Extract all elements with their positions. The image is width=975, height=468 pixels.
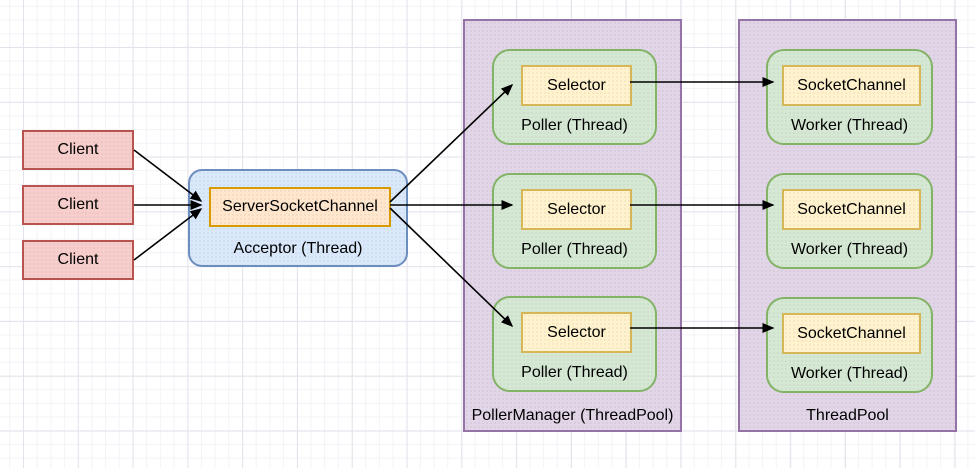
socket-channel-node-1: SocketChannel (782, 65, 921, 106)
client-label: Client (57, 251, 99, 268)
socket-channel-label: SocketChannel (797, 76, 906, 94)
poller-thread-label: Poller (Thread) (521, 364, 628, 381)
poller-manager-label: PollerManager (ThreadPool) (471, 407, 674, 424)
acceptor-thread-label: Acceptor (Thread) (233, 240, 363, 257)
poller-manager-container: Selector Poller (Thread) Selector Poller… (463, 19, 682, 432)
poller-thread-node-3: Selector Poller (Thread) (492, 296, 657, 392)
selector-node-1: Selector (521, 65, 632, 106)
client-label: Client (57, 196, 99, 213)
socket-channel-label: SocketChannel (797, 200, 906, 218)
server-socket-channel-label: ServerSocketChannel (222, 198, 378, 215)
poller-thread-node-2: Selector Poller (Thread) (492, 173, 657, 269)
server-socket-channel-node: ServerSocketChannel (209, 187, 391, 227)
socket-channel-label: SocketChannel (797, 324, 906, 342)
worker-thread-label: Worker (Thread) (790, 241, 909, 258)
client-node-3: Client (22, 240, 134, 280)
client-node-1: Client (22, 130, 134, 170)
worker-thread-node-3: SocketChannel Worker (Thread) (766, 297, 933, 393)
client-node-2: Client (22, 185, 134, 225)
selector-label: Selector (547, 76, 606, 94)
socket-channel-node-3: SocketChannel (782, 313, 921, 354)
acceptor-thread-node: ServerSocketChannel Acceptor (Thread) (188, 169, 408, 267)
worker-thread-label: Worker (Thread) (790, 117, 909, 134)
client-label: Client (57, 141, 99, 158)
poller-thread-label: Poller (Thread) (521, 241, 628, 258)
poller-thread-node-1: Selector Poller (Thread) (492, 49, 657, 145)
worker-thread-node-2: SocketChannel Worker (Thread) (766, 173, 933, 269)
thread-pool-container: SocketChannel Worker (Thread) SocketChan… (738, 19, 957, 432)
worker-thread-label: Worker (Thread) (790, 365, 909, 382)
selector-node-2: Selector (521, 189, 632, 230)
thread-pool-label: ThreadPool (806, 407, 889, 424)
worker-thread-node-1: SocketChannel Worker (Thread) (766, 49, 933, 145)
selector-node-3: Selector (521, 312, 632, 353)
socket-channel-node-2: SocketChannel (782, 189, 921, 230)
selector-label: Selector (547, 200, 606, 218)
selector-label: Selector (547, 323, 606, 341)
poller-thread-label: Poller (Thread) (521, 117, 628, 134)
